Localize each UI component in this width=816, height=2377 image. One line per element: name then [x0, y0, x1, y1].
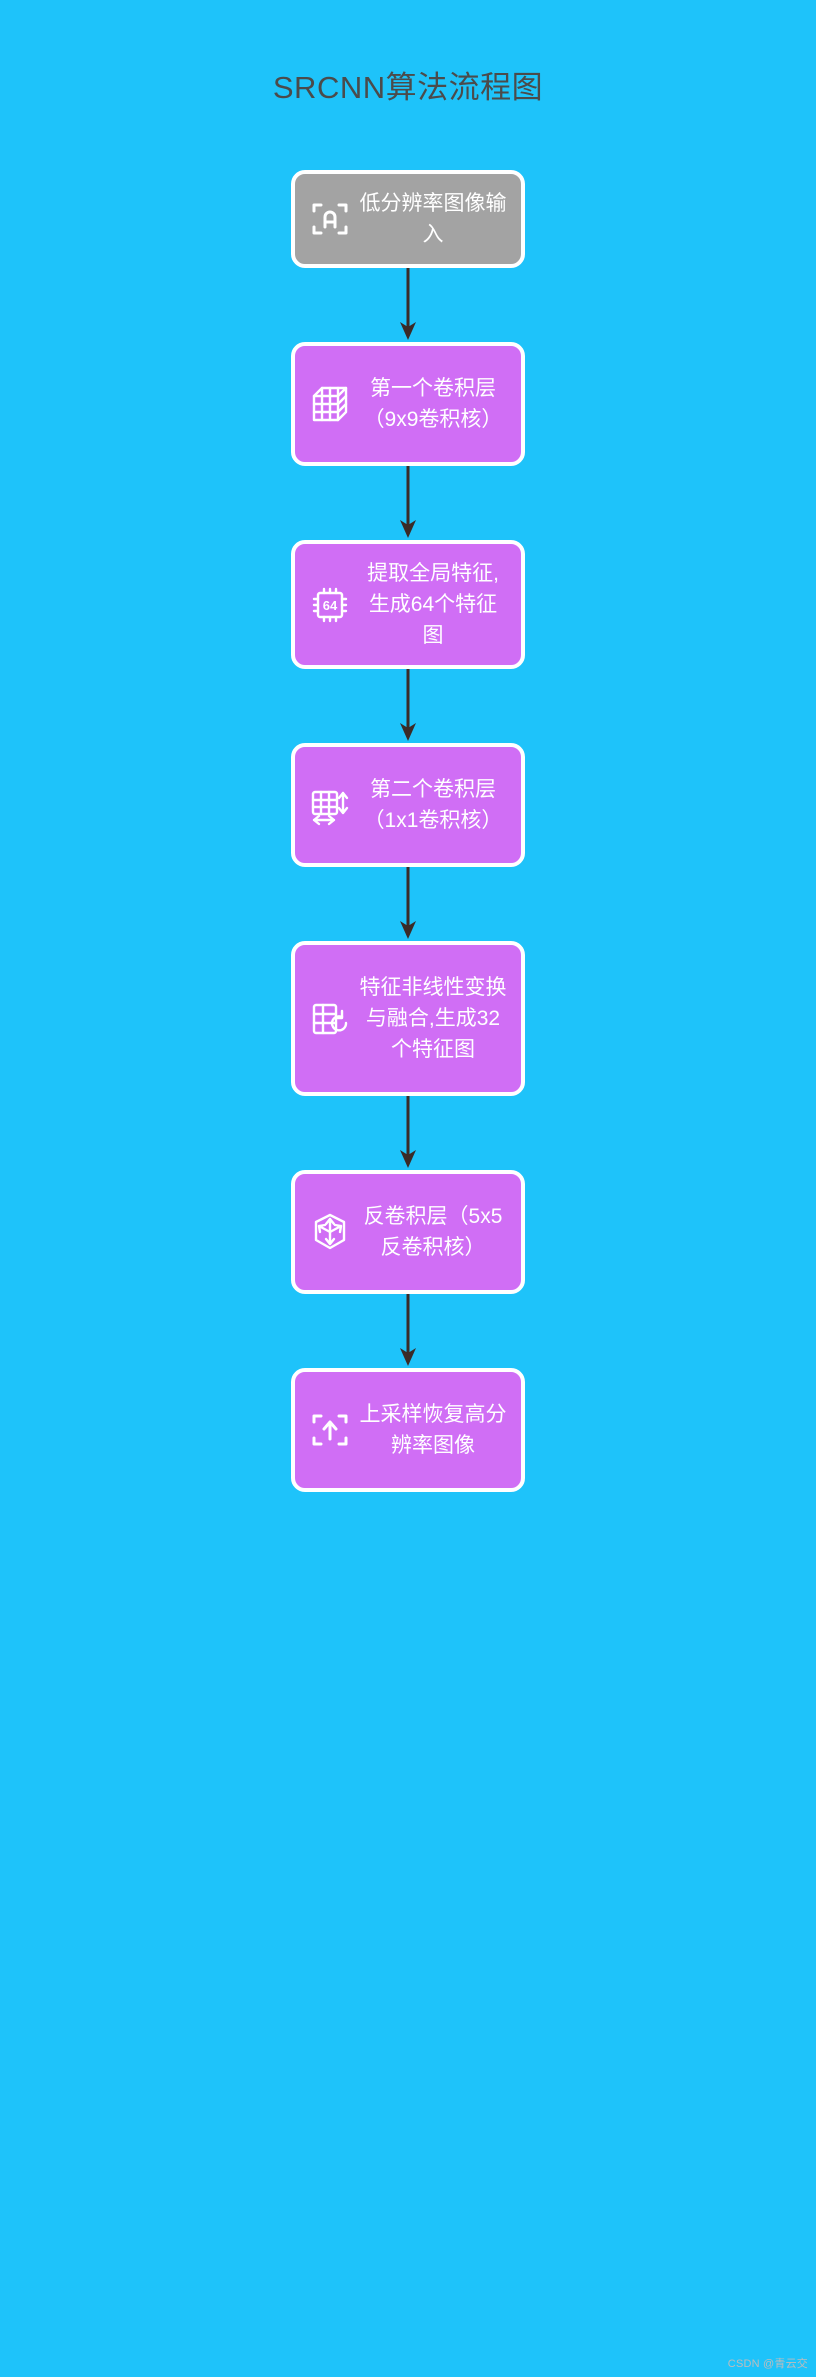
flow-node-conv1[interactable]: 第一个卷积层（9x9卷积核） [291, 342, 525, 466]
connector-conv2-features32 [393, 867, 423, 941]
connector-input-conv1 [393, 268, 423, 342]
connector-conv1-features64 [393, 466, 423, 540]
flow-node-label: 第二个卷积层（1x1卷积核） [363, 778, 503, 832]
flow-node-input[interactable]: 低分辨率图像输入 [291, 170, 525, 268]
flow-node-label: 低分辨率图像输入 [359, 192, 507, 246]
flow-node-label: 第一个卷积层（9x9卷积核） [363, 377, 503, 431]
connector-features64-conv2 [393, 669, 423, 743]
flow-node-output[interactable]: 上采样恢复高分辨率图像 [291, 1368, 525, 1492]
scan-frame-up-icon [307, 1407, 353, 1453]
chip-64-icon: 64 [307, 582, 353, 628]
grid-resize-icon [307, 782, 353, 828]
grid-refresh-icon [307, 996, 353, 1042]
flow-node-features64[interactable]: 64 提取全局特征,生成64个特征图 [291, 540, 525, 669]
flow-node-label: 上采样恢复高分辨率图像 [359, 1403, 507, 1457]
page-title: SRCNN算法流程图 [272, 70, 544, 105]
cube-grid-icon [307, 381, 353, 427]
scan-frame-a-icon [307, 196, 353, 242]
watermark: CSDN @青云交 [727, 2358, 808, 2370]
expand-cube-icon [307, 1209, 353, 1255]
flow-node-deconv[interactable]: 反卷积层（5x5反卷积核） [291, 1170, 525, 1294]
flow-node-features32[interactable]: 特征非线性变换与融合,生成32个特征图 [291, 941, 525, 1096]
flow-container: 低分辨率图像输入 第一个卷积层（9x9卷积核） [0, 170, 816, 1492]
flow-node-label: 提取全局特征,生成64个特征图 [367, 562, 499, 647]
svg-text:64: 64 [323, 598, 338, 613]
connector-features32-deconv [393, 1096, 423, 1170]
flow-node-label: 反卷积层（5x5反卷积核） [363, 1205, 503, 1259]
flow-node-label: 特征非线性变换与融合,生成32个特征图 [359, 976, 507, 1061]
connector-deconv-output [393, 1294, 423, 1368]
flow-node-conv2[interactable]: 第二个卷积层（1x1卷积核） [291, 743, 525, 867]
